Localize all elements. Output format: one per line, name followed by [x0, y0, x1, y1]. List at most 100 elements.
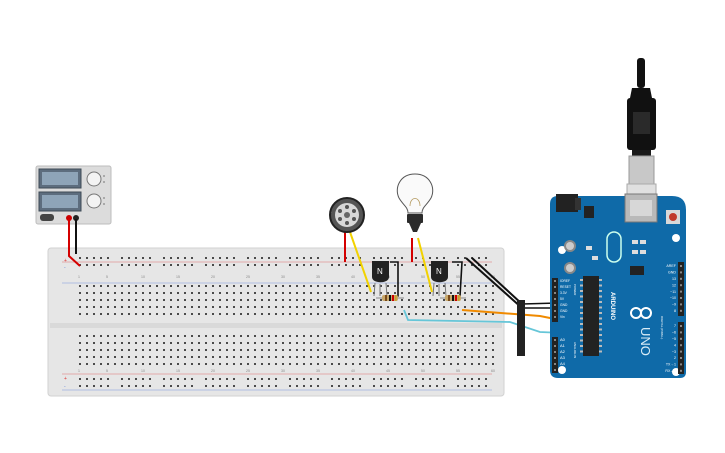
breadboard-hole[interactable] [198, 342, 200, 344]
breadboard-hole[interactable] [156, 285, 158, 287]
breadboard-hole[interactable] [324, 292, 326, 294]
breadboard-hole[interactable] [184, 385, 186, 387]
breadboard-hole[interactable] [205, 356, 207, 358]
breadboard-hole[interactable] [310, 299, 312, 301]
breadboard-hole[interactable] [93, 299, 95, 301]
breadboard-hole[interactable] [443, 349, 445, 351]
breadboard-hole[interactable] [149, 292, 151, 294]
breadboard-hole[interactable] [233, 349, 235, 351]
wire-supply-positive[interactable] [68, 219, 81, 267]
breadboard-hole[interactable] [464, 363, 466, 365]
breadboard-hole[interactable] [233, 306, 235, 308]
breadboard-hole[interactable] [128, 313, 130, 315]
breadboard-hole[interactable] [324, 313, 326, 315]
breadboard-hole[interactable] [282, 313, 284, 315]
breadboard-hole[interactable] [478, 363, 480, 365]
breadboard-hole[interactable] [184, 292, 186, 294]
breadboard-hole[interactable] [275, 363, 277, 365]
breadboard-hole[interactable] [310, 363, 312, 365]
breadboard-hole[interactable] [268, 385, 270, 387]
breadboard-hole[interactable] [177, 385, 179, 387]
breadboard-hole[interactable] [345, 285, 347, 287]
breadboard-hole[interactable] [380, 292, 382, 294]
breadboard-hole[interactable] [317, 342, 319, 344]
breadboard-hole[interactable] [79, 335, 81, 337]
breadboard-hole[interactable] [345, 363, 347, 365]
breadboard-hole[interactable] [233, 257, 235, 259]
breadboard-hole[interactable] [198, 349, 200, 351]
breadboard-hole[interactable] [219, 335, 221, 337]
breadboard-hole[interactable] [366, 306, 368, 308]
breadboard-hole[interactable] [233, 342, 235, 344]
breadboard-hole[interactable] [478, 335, 480, 337]
breadboard-hole[interactable] [226, 313, 228, 315]
breadboard-hole[interactable] [338, 257, 340, 259]
breadboard-hole[interactable] [170, 264, 172, 266]
breadboard-hole[interactable] [282, 285, 284, 287]
breadboard-hole[interactable] [394, 363, 396, 365]
breadboard-hole[interactable] [282, 306, 284, 308]
breadboard-hole[interactable] [436, 349, 438, 351]
breadboard-hole[interactable] [233, 264, 235, 266]
breadboard-hole[interactable] [289, 292, 291, 294]
breadboard-hole[interactable] [443, 306, 445, 308]
breadboard-hole[interactable] [485, 264, 487, 266]
breadboard-hole[interactable] [324, 285, 326, 287]
breadboard-hole[interactable] [142, 349, 144, 351]
breadboard-hole[interactable] [156, 342, 158, 344]
breadboard-hole[interactable] [366, 349, 368, 351]
breadboard-hole[interactable] [121, 378, 123, 380]
negative-terminal[interactable] [73, 215, 79, 221]
breadboard-hole[interactable] [177, 299, 179, 301]
breadboard-hole[interactable] [170, 378, 172, 380]
breadboard-hole[interactable] [149, 306, 151, 308]
breadboard-hole[interactable] [450, 363, 452, 365]
breadboard-hole[interactable] [149, 363, 151, 365]
breadboard-hole[interactable] [485, 378, 487, 380]
breadboard-hole[interactable] [226, 349, 228, 351]
breadboard-hole[interactable] [478, 292, 480, 294]
breadboard-hole[interactable] [289, 349, 291, 351]
breadboard-hole[interactable] [86, 285, 88, 287]
breadboard-hole[interactable] [198, 356, 200, 358]
breadboard-hole[interactable] [310, 356, 312, 358]
breadboard-hole[interactable] [450, 292, 452, 294]
breadboard-hole[interactable] [212, 306, 214, 308]
breadboard-hole[interactable] [233, 363, 235, 365]
breadboard-hole[interactable] [128, 349, 130, 351]
breadboard-hole[interactable] [408, 356, 410, 358]
breadboard-hole[interactable] [408, 313, 410, 315]
breadboard-hole[interactable] [177, 342, 179, 344]
breadboard-hole[interactable] [338, 313, 340, 315]
breadboard-hole[interactable] [79, 306, 81, 308]
breadboard-hole[interactable] [142, 313, 144, 315]
breadboard-hole[interactable] [79, 385, 81, 387]
breadboard-hole[interactable] [275, 385, 277, 387]
breadboard-hole[interactable] [268, 292, 270, 294]
breadboard-hole[interactable] [436, 363, 438, 365]
breadboard-hole[interactable] [212, 363, 214, 365]
breadboard-hole[interactable] [289, 299, 291, 301]
breadboard-hole[interactable] [401, 306, 403, 308]
breadboard-hole[interactable] [450, 335, 452, 337]
breadboard-hole[interactable] [107, 356, 109, 358]
breadboard-hole[interactable] [135, 313, 137, 315]
breadboard-hole[interactable] [191, 313, 193, 315]
breadboard-hole[interactable] [135, 257, 137, 259]
breadboard-hole[interactable] [443, 356, 445, 358]
digital-pin[interactable] [680, 277, 682, 280]
breadboard-hole[interactable] [408, 335, 410, 337]
breadboard-hole[interactable] [177, 356, 179, 358]
breadboard-hole[interactable] [184, 299, 186, 301]
breadboard-hole[interactable] [366, 292, 368, 294]
breadboard-hole[interactable] [254, 335, 256, 337]
breadboard-hole[interactable] [387, 385, 389, 387]
breadboard-hole[interactable] [261, 385, 263, 387]
digital-pin[interactable] [680, 309, 682, 312]
breadboard-hole[interactable] [107, 363, 109, 365]
breadboard-hole[interactable] [485, 342, 487, 344]
breadboard-hole[interactable] [93, 342, 95, 344]
breadboard-hole[interactable] [366, 313, 368, 315]
breadboard-hole[interactable] [275, 299, 277, 301]
breadboard-hole[interactable] [261, 363, 263, 365]
